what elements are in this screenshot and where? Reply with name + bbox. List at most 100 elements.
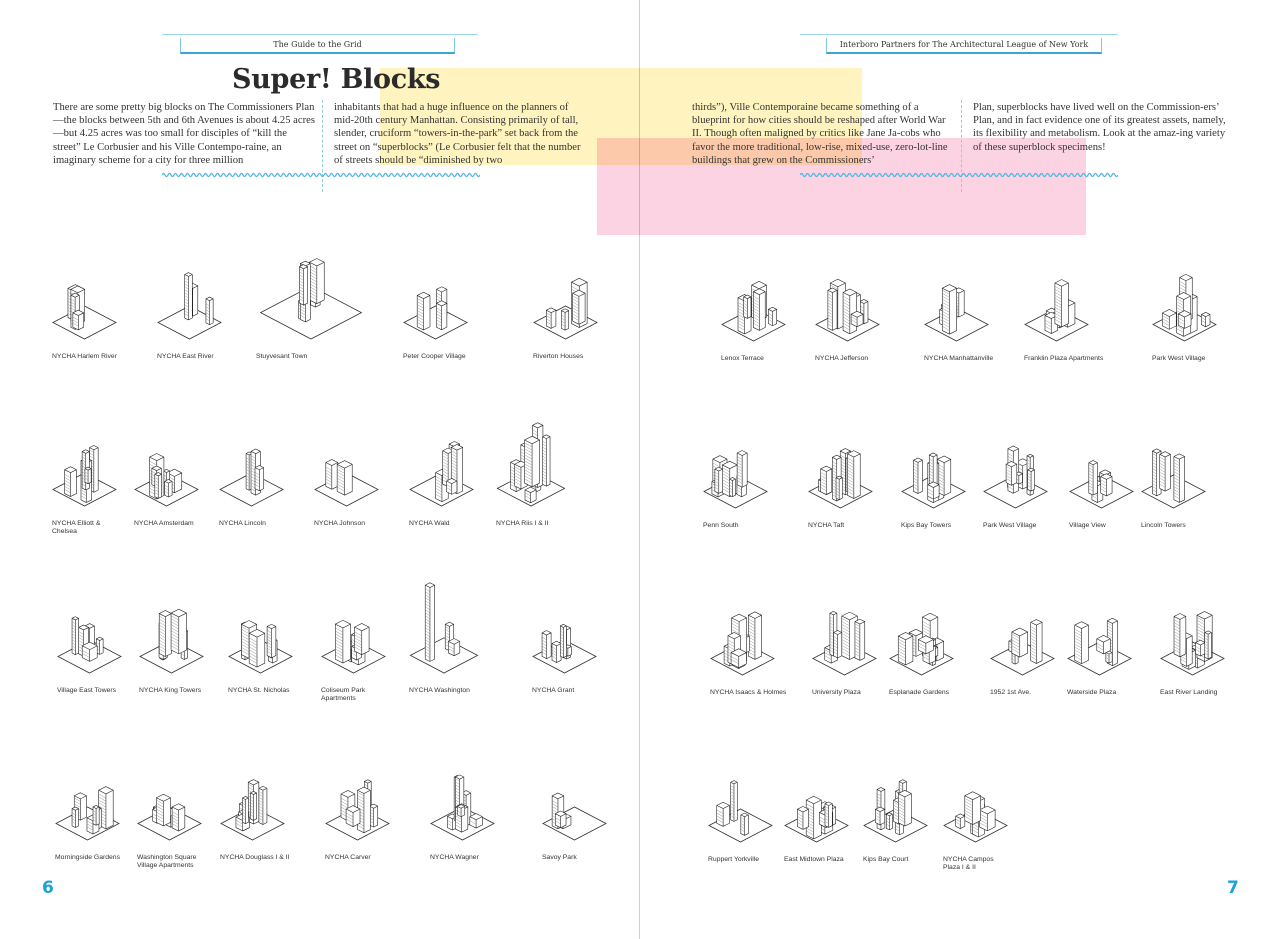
tower (171, 803, 186, 832)
specimen-label: Lenox Terrace (721, 355, 764, 362)
superblock-axonometric-drawing (983, 445, 1048, 509)
column-separator (322, 100, 323, 192)
tower (154, 472, 162, 499)
specimen-label: Penn South (703, 522, 739, 529)
superblock-axonometric-drawing (1067, 617, 1132, 676)
block-outline (409, 637, 479, 674)
tower (446, 478, 458, 495)
tower (258, 785, 268, 825)
tower (842, 288, 857, 335)
tower (753, 288, 766, 331)
tower (1088, 460, 1098, 496)
superblock-axonometric-drawing (533, 277, 598, 340)
superblock-axonometric-drawing (55, 786, 120, 841)
specimen-label: University Plaza (812, 689, 861, 696)
tower (95, 636, 104, 655)
tower (833, 630, 843, 659)
superblock-axonometric-drawing (409, 582, 479, 674)
tower (797, 806, 809, 830)
superblock-axonometric-drawing (1069, 460, 1134, 509)
tower (92, 805, 100, 826)
specimen-label: NYCHA Wald (409, 520, 450, 527)
specimen-label: NYCHA Wagner (430, 854, 479, 861)
block-outline (983, 474, 1048, 509)
tower (72, 309, 85, 331)
specimen-label: NYCHA Isaacs & Holmes (710, 689, 787, 696)
tower (1005, 461, 1018, 486)
block-outline (259, 285, 363, 340)
tower (242, 796, 249, 825)
superblock-axonometric-drawing (1152, 274, 1217, 342)
superblock-axonometric-drawing (1160, 611, 1225, 676)
tower (1177, 310, 1192, 329)
specimen-label: NYCHA Campos Plaza I & II (943, 856, 994, 871)
superblock-axonometric-drawing (314, 459, 379, 507)
tower (469, 813, 483, 829)
tower (336, 460, 353, 496)
tower (1096, 635, 1111, 655)
specimen-label: 1952 1st Ave. (990, 689, 1032, 696)
superblock-axonometric-drawing (321, 619, 386, 674)
intro-column-2: inhabitants that had a huge influence on… (334, 102, 581, 166)
tower (729, 477, 736, 498)
tower (875, 806, 886, 826)
block-outline (1141, 474, 1206, 509)
superblock-axonometric-drawing (220, 779, 285, 841)
tower (170, 608, 187, 655)
tower (847, 450, 861, 499)
tower (436, 300, 448, 331)
tower (841, 611, 858, 660)
specimen-label: Waterside Plaza (1067, 689, 1117, 696)
tower (1011, 627, 1028, 658)
tower (559, 624, 567, 659)
tower (554, 810, 567, 829)
block-outline (157, 305, 222, 340)
tower (927, 481, 940, 500)
specimen-label: Village View (1069, 522, 1106, 529)
superblock-axonometric-drawing (532, 624, 597, 674)
tower (424, 582, 435, 662)
tower (357, 786, 371, 834)
superblock-axonometric-drawing (943, 791, 1008, 843)
tower (524, 435, 540, 488)
specimen-label: Coliseum Park Apartments (321, 687, 366, 702)
specimen-label: NYCHA Grant (532, 687, 575, 694)
tower (898, 790, 912, 827)
tower (937, 455, 952, 496)
tower (1105, 650, 1113, 664)
specimen-label: NYCHA Taft (808, 522, 845, 529)
superblock-axonometric-drawing (542, 792, 607, 841)
superblock-axonometric-drawing (228, 620, 293, 674)
tower (730, 780, 738, 822)
tower (334, 619, 351, 664)
tower (325, 459, 339, 490)
superblock-axonometric-drawing (157, 272, 222, 340)
tower (748, 611, 762, 660)
tower (64, 466, 77, 497)
specimen-label: East Midtown Plaza (784, 856, 844, 863)
tower (854, 618, 866, 661)
superblock-axonometric-drawing (403, 286, 468, 340)
tower (250, 791, 257, 821)
tower (941, 284, 957, 335)
superblock-axonometric-drawing (134, 453, 199, 507)
specimen-label: Franklin Plaza Apartments (1024, 355, 1104, 362)
tower (546, 307, 557, 329)
block-outline (219, 472, 284, 507)
tower (1074, 621, 1089, 665)
tower (309, 258, 325, 304)
tower (964, 791, 981, 825)
tower (885, 812, 893, 831)
tower (541, 630, 552, 659)
running-head-left: The Guide to the Grid (180, 38, 455, 54)
specimen-label: NYCHA Riis I & II (496, 520, 549, 527)
superblock-axonometric-drawing (219, 448, 284, 507)
specimen-label: Riverton Houses (533, 353, 584, 360)
tower (1201, 311, 1211, 328)
tower (740, 812, 749, 836)
superblock-axonometric-drawing (325, 779, 390, 841)
superblock-axonometric-drawing (990, 619, 1055, 676)
specimen-label: Park West Village (983, 522, 1037, 529)
superblock-axonometric-drawing (496, 422, 566, 507)
superblock-axonometric-drawing (710, 611, 775, 676)
